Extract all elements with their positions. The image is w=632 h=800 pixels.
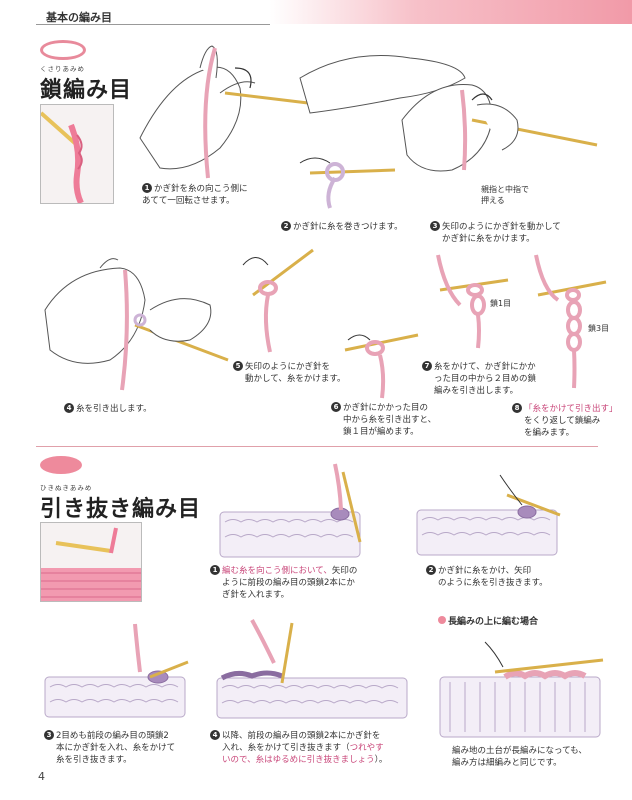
step3-hand-illustration	[401, 83, 598, 172]
step8-hook-illustration	[534, 254, 607, 389]
section-badge-outline	[40, 40, 86, 60]
section2-title: 引き抜き編み目	[40, 497, 202, 522]
slip-stitch-photo	[40, 522, 142, 602]
slip-step1-illustration	[219, 463, 362, 558]
double-crochet-note: 編み地の土台が長編みになっても、編み方は細編みと同じです。	[452, 746, 587, 768]
section1-furigana: くさりあみめ	[40, 65, 85, 73]
header-rule	[36, 24, 270, 25]
step5-hook-illustration	[242, 248, 314, 353]
chain-stitch-photo	[40, 104, 114, 204]
step6-hook-illustration	[344, 333, 419, 399]
section-divider	[36, 446, 598, 447]
chain1-callout: 鎖1目	[490, 299, 512, 308]
section2-furigana: ひきぬきあみめ	[40, 484, 93, 492]
step2-hook-illustration	[299, 157, 396, 209]
page-number: 4	[38, 770, 45, 783]
step4-hand-illustration	[44, 258, 229, 391]
slip-photo-illustration	[41, 523, 141, 601]
section2-badge	[40, 456, 82, 474]
chain-photo-illustration	[41, 105, 113, 203]
double-crochet-note-heading: 長編みの上に編む場合	[438, 614, 538, 627]
slip-step2-illustration	[416, 474, 561, 556]
section1-title: 鎖編み目	[40, 78, 133, 103]
step1-right-hand-illustration	[299, 55, 466, 114]
step7-hook-illustration	[436, 254, 509, 349]
header-accent-bar	[270, 0, 632, 24]
slip-step3-illustration	[44, 623, 189, 718]
slip-step4-illustration	[216, 619, 408, 719]
chain3-callout: 鎖3目	[588, 324, 610, 333]
step8-caption: 8「糸をかけて引き出す」 をくり返して鎖編み を編みます。	[512, 403, 618, 439]
step1-hand-illustration	[139, 45, 309, 179]
note-bullet-icon	[438, 616, 446, 624]
hold-callout: 親指と中指で押える	[481, 185, 529, 205]
page-title: 基本の編み目	[46, 11, 112, 24]
double-crochet-illustration	[439, 641, 604, 738]
